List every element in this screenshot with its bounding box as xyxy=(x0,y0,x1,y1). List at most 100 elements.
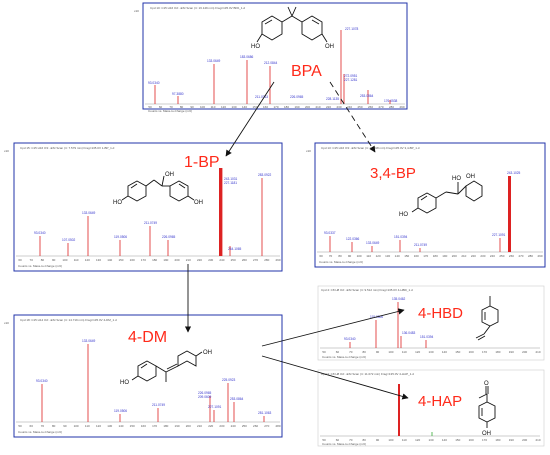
x-tick-label: 250 xyxy=(357,105,362,109)
peak-label: 243.1025 xyxy=(507,171,521,175)
x-tick-label: 150 xyxy=(404,254,409,258)
x-tick-label: 280 xyxy=(264,258,269,262)
x-tick-label: 270 xyxy=(378,105,383,109)
x-tick-label: 190 xyxy=(509,438,514,442)
x-tick-label: 210 xyxy=(535,438,540,442)
panel-34bp-header: Cpd 13: C15 H16 O3: -ESI Scan (rt: 10.01… xyxy=(321,146,420,150)
x-tick-label: 60 xyxy=(18,258,22,262)
peak-label: 227.1091 xyxy=(492,233,506,237)
x-tick-label: 230 xyxy=(336,105,341,109)
panel-4dm-xaxis-label: Counts vs. Mass-to-Charge (m/z) xyxy=(18,430,62,434)
x-tick-label: 180 xyxy=(284,105,289,109)
panel-1bp: x10 Cpd 15: C15 H16 O3: -ESI Scan (rt: 7… xyxy=(4,142,283,272)
panel-bpa-frame xyxy=(142,2,408,110)
bp1-chem-oh-top: OH xyxy=(165,172,174,178)
x-tick-label: 130 xyxy=(231,105,236,109)
x-tick-label: 160 xyxy=(141,424,146,428)
x-tick-label: 140 xyxy=(107,258,112,262)
x-tick-label: 50 xyxy=(18,424,22,428)
peak-label: 93.0340 xyxy=(148,81,160,85)
peak-label: 122.0366 xyxy=(346,237,360,241)
x-tick-label: 70 xyxy=(329,254,333,258)
bp34-structure xyxy=(411,180,483,214)
x-tick-label: 60 xyxy=(159,105,163,109)
x-tick-label: 200 xyxy=(186,424,191,428)
x-tick-label: 110 xyxy=(402,438,407,442)
panel-4dm: x10 Cpd 18: C15 H14 O2: -ESI Scan (rt: 1… xyxy=(4,314,283,438)
x-tick-label: 240 xyxy=(490,254,495,258)
hap4-structure xyxy=(478,386,496,428)
x-tick-label: 100 xyxy=(357,254,362,258)
panel-bpa-header: Cpd 10: C15 H16 O2: -ESI Scan (rt: 16.14… xyxy=(150,6,245,10)
x-tick-label: 110 xyxy=(85,424,90,428)
x-tick-label: 180 xyxy=(433,254,438,258)
x-tick-label: 160 xyxy=(263,105,268,109)
peak-label: 212.0844 xyxy=(264,61,278,65)
peak-label: 253.0864 xyxy=(230,397,244,401)
peak-label: 281.1063 xyxy=(258,411,272,415)
peak-label: 227.1091 xyxy=(208,405,222,409)
x-tick-label: 260 xyxy=(368,105,373,109)
x-tick-label: 110 xyxy=(366,254,371,258)
x-tick-label: 120 xyxy=(96,424,101,428)
x-tick-label: 270 xyxy=(518,254,523,258)
peak-label: 243.1031 xyxy=(224,177,238,181)
x-tick-label: 120 xyxy=(376,254,381,258)
panel-4dm-header: Cpd 18: C15 H14 O2: -ESI Scan (rt: 14.71… xyxy=(20,318,117,322)
peak-label: 226.0965 xyxy=(162,235,176,239)
dm4-structure xyxy=(131,350,203,382)
x-tick-label: 150 xyxy=(118,258,123,262)
x-tick-label: 90 xyxy=(52,258,56,262)
peak-label: 225.0923 xyxy=(222,378,236,382)
x-tick-label: 230 xyxy=(208,258,213,262)
x-tick-label: 90 xyxy=(63,424,67,428)
x-tick-label: 170 xyxy=(482,350,487,354)
x-tick-label: 270 xyxy=(264,424,269,428)
hap4-chem-oh: OH xyxy=(482,431,491,437)
x-tick-label: 110 xyxy=(402,350,407,354)
x-tick-label: 120 xyxy=(415,350,420,354)
x-tick-label: 80 xyxy=(338,254,342,258)
x-tick-label: 190 xyxy=(442,254,447,258)
x-tick-label: 110 xyxy=(74,258,79,262)
x-tick-label: 170 xyxy=(152,424,157,428)
peak-label: 209.0609 xyxy=(198,395,212,399)
peak-label: 133.0649 xyxy=(82,211,96,215)
x-tick-label: 180 xyxy=(495,350,500,354)
x-tick-label: 210 xyxy=(461,254,466,258)
peak-label: 228.1135 xyxy=(326,97,339,101)
x-tick-label: 80 xyxy=(362,438,366,442)
panel-1bp-header: Cpd 15: C15 H16 O3: -ESI Scan (rt: 7.579… xyxy=(20,146,115,150)
peak-label: 253.0864 xyxy=(360,94,374,98)
panel-4hbd-compound-label: 4-HBD xyxy=(418,305,463,322)
peak-label: 244.1065 xyxy=(228,247,242,251)
x-tick-label: 240 xyxy=(219,258,224,262)
panel-4hbd-frame xyxy=(317,285,545,361)
peak-label: 93.0340 xyxy=(34,231,46,235)
panel-4dm-compound-label: 4-DM xyxy=(128,329,167,346)
x-tick-label: 90 xyxy=(190,105,194,109)
x-tick-label: 180 xyxy=(495,438,500,442)
panel-bpa-peaks xyxy=(154,30,391,104)
panel-34bp: x10 Cpd 13: C15 H16 O3: -ESI Scan (rt: 1… xyxy=(306,142,546,268)
x-tick-label: 180 xyxy=(152,258,157,262)
hap4-chem-o: O xyxy=(484,381,489,387)
peak-label: 226.0965 xyxy=(290,95,304,99)
panel-4hbd-header: Cpd 4: C8 H8 O2: -ESI Scan (rt: 9.512 mi… xyxy=(321,288,413,292)
x-tick-label: 210 xyxy=(315,105,320,109)
x-tick-label: 130 xyxy=(96,258,101,262)
panel-4hap-compound-label: 4-HAP xyxy=(418,393,462,410)
panel-bpa-xaxis-label: Counts vs. Mass-to-Charge (m/z) xyxy=(148,109,192,113)
panel-34bp-yunit: x10 xyxy=(306,149,311,153)
x-tick-label: 210 xyxy=(197,424,202,428)
x-tick-label: 100 xyxy=(388,438,393,442)
panel-4hap-xaxis-label: Counts vs. Mass-to-Charge (m/z) xyxy=(322,442,366,446)
peak-label: 211.0749 xyxy=(152,403,165,407)
panel-bpa-compound-label: BPA xyxy=(291,63,322,80)
panel-bpa-yunit: x10 xyxy=(134,9,139,13)
x-tick-label: 120 xyxy=(221,105,226,109)
peak-label: 133.0649 xyxy=(207,59,221,63)
